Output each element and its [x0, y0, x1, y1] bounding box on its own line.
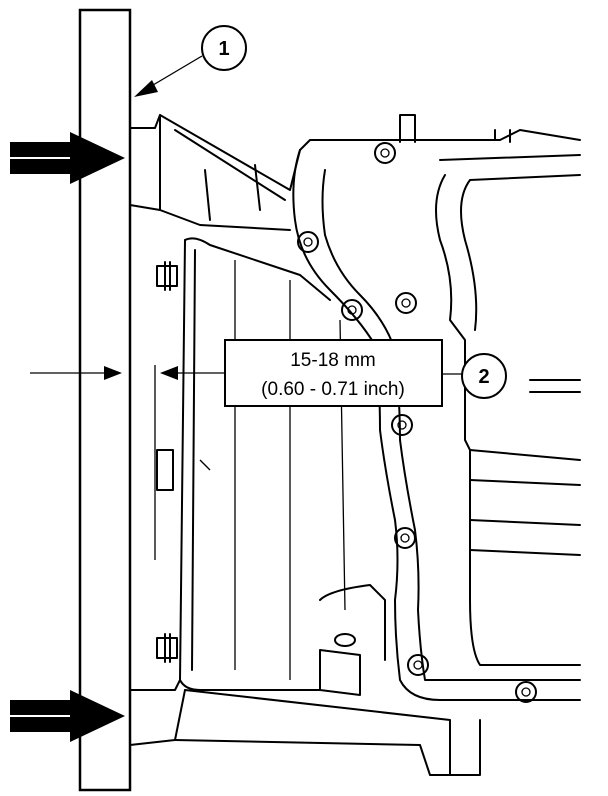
straightedge	[78, 8, 132, 792]
measurement-box: 15-18 mm (0.60 - 0.71 inch)	[224, 339, 462, 407]
bolt	[341, 299, 363, 321]
engine-block	[129, 114, 581, 776]
press-arrow-bottom	[10, 690, 125, 742]
pan-stud-lower	[156, 633, 178, 663]
measurement-inch: (0.60 - 0.71 inch)	[261, 379, 405, 400]
measurement-mm: 15-18 mm	[290, 350, 376, 371]
press-arrow-top	[10, 132, 125, 184]
bolt	[391, 414, 413, 436]
bolt	[374, 142, 396, 164]
callout-1: 1	[134, 25, 247, 97]
callout-2: 2	[461, 353, 507, 399]
bolt	[394, 527, 416, 549]
callout-2-label: 2	[478, 366, 489, 388]
callout-1-label: 1	[218, 38, 229, 60]
bolt	[395, 292, 417, 314]
pan-stud-upper	[156, 261, 178, 291]
flange-bolts	[297, 142, 537, 703]
bolt	[515, 681, 537, 703]
dimension-arrows	[30, 365, 225, 560]
bolt	[407, 654, 429, 676]
bolt	[297, 231, 319, 253]
pan-stud-middle	[156, 449, 174, 491]
